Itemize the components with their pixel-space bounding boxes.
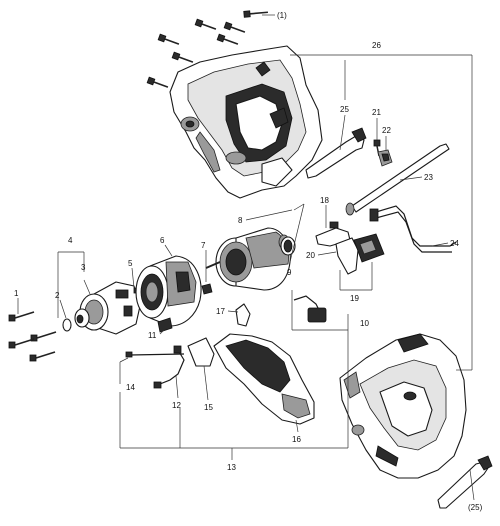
callout-8: 8 xyxy=(238,216,243,225)
part-11-bracket xyxy=(157,317,173,333)
part-14-wire xyxy=(125,351,185,358)
callout-labels: (1) 26 25 21 22 23 18 24 8 4 6 7 3 5 9 2… xyxy=(14,11,483,512)
part-12-wire-harness xyxy=(153,345,185,389)
callout-26: 26 xyxy=(372,41,381,50)
callout-22: 22 xyxy=(382,126,391,135)
callout-1-top: (1) xyxy=(277,11,287,20)
part-10-brush-holder xyxy=(293,295,327,323)
callout-21: 21 xyxy=(372,108,381,117)
callout-11: 11 xyxy=(148,331,157,340)
callout-5: 5 xyxy=(128,259,133,268)
callout-2: 2 xyxy=(55,291,60,300)
callout-24: 24 xyxy=(450,239,459,248)
leader-lines xyxy=(17,14,475,501)
callout-25-bottom: (25) xyxy=(468,503,483,512)
part-3-gearbox xyxy=(74,281,141,335)
part-16-motor-housing xyxy=(213,333,315,425)
part-19-switch-block xyxy=(353,233,385,263)
part-24-cable xyxy=(369,205,457,253)
part-20-switch-trigger xyxy=(335,237,359,275)
part-15-plate xyxy=(187,337,215,367)
callout-19: 19 xyxy=(350,294,359,303)
callout-15: 15 xyxy=(204,403,213,412)
callout-23: 23 xyxy=(424,173,433,182)
part-23-rod xyxy=(345,143,450,216)
part-7-clip xyxy=(201,283,213,295)
screw-set-top xyxy=(146,10,268,88)
callout-10: 10 xyxy=(360,319,369,328)
callout-7: 7 xyxy=(201,241,206,250)
callout-13: 13 xyxy=(227,463,236,472)
screw-set-left xyxy=(8,311,57,362)
callout-17: 17 xyxy=(216,307,225,316)
part-9-bearing xyxy=(280,236,296,256)
callout-18: 18 xyxy=(320,196,329,205)
housing-half-left xyxy=(169,45,323,199)
part-25-lever xyxy=(305,127,367,179)
part-17-spring-clip xyxy=(235,303,251,327)
callout-25: 25 xyxy=(340,105,349,114)
part-8-armature xyxy=(205,227,291,291)
callout-4: 4 xyxy=(68,236,73,245)
callout-16: 16 xyxy=(292,435,301,444)
callout-6: 6 xyxy=(160,236,165,245)
callout-1-left: 1 xyxy=(14,289,19,298)
part-25-lever-bottom xyxy=(437,455,493,509)
callout-12: 12 xyxy=(172,401,181,410)
callout-9: 9 xyxy=(287,268,292,277)
part-6-field-housing xyxy=(135,255,202,327)
callout-20: 20 xyxy=(306,251,315,260)
callout-14: 14 xyxy=(126,383,135,392)
part-22-clip xyxy=(377,149,393,167)
callout-3: 3 xyxy=(81,263,86,272)
part-2-ring xyxy=(62,318,72,332)
housing-half-right xyxy=(339,333,467,479)
